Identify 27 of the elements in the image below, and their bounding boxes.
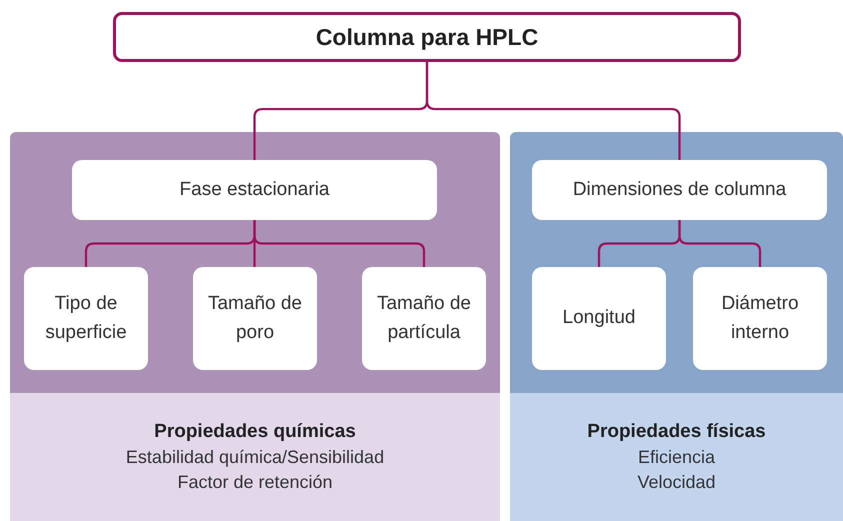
panel-heading: Propiedades químicas [154,421,356,443]
process-box [532,160,827,220]
property-text: Eficiencia [638,447,716,468]
process-box [72,160,437,220]
category-panel [10,132,500,521]
box-label: Longitud [562,306,636,330]
box-label: Fase estacionaria [180,178,330,202]
process-box [193,267,317,370]
panel-heading: Propiedades físicas [587,421,766,443]
box-label: Dimensiones de columna [572,178,786,202]
title-text: Columna para HPLC [316,24,538,50]
process-box [24,267,148,370]
box-label: Tamaño de partícula [376,292,472,344]
process-box [532,267,666,370]
box-label: Tipo de superficie [44,292,128,344]
connector-line [426,62,681,160]
process-box [362,267,486,370]
process-box [693,267,827,370]
category-panel [510,132,843,521]
property-text: Factor de retención [177,472,333,493]
connector-line [253,220,426,267]
connector-line [678,220,762,267]
property-text: Estabilidad química/Sensibilidad [126,447,384,468]
property-text: Velocidad [637,472,716,493]
title-box [113,12,741,62]
box-label: Tamaño de poro [206,292,303,344]
box-label: Diámetro interno [720,292,800,344]
